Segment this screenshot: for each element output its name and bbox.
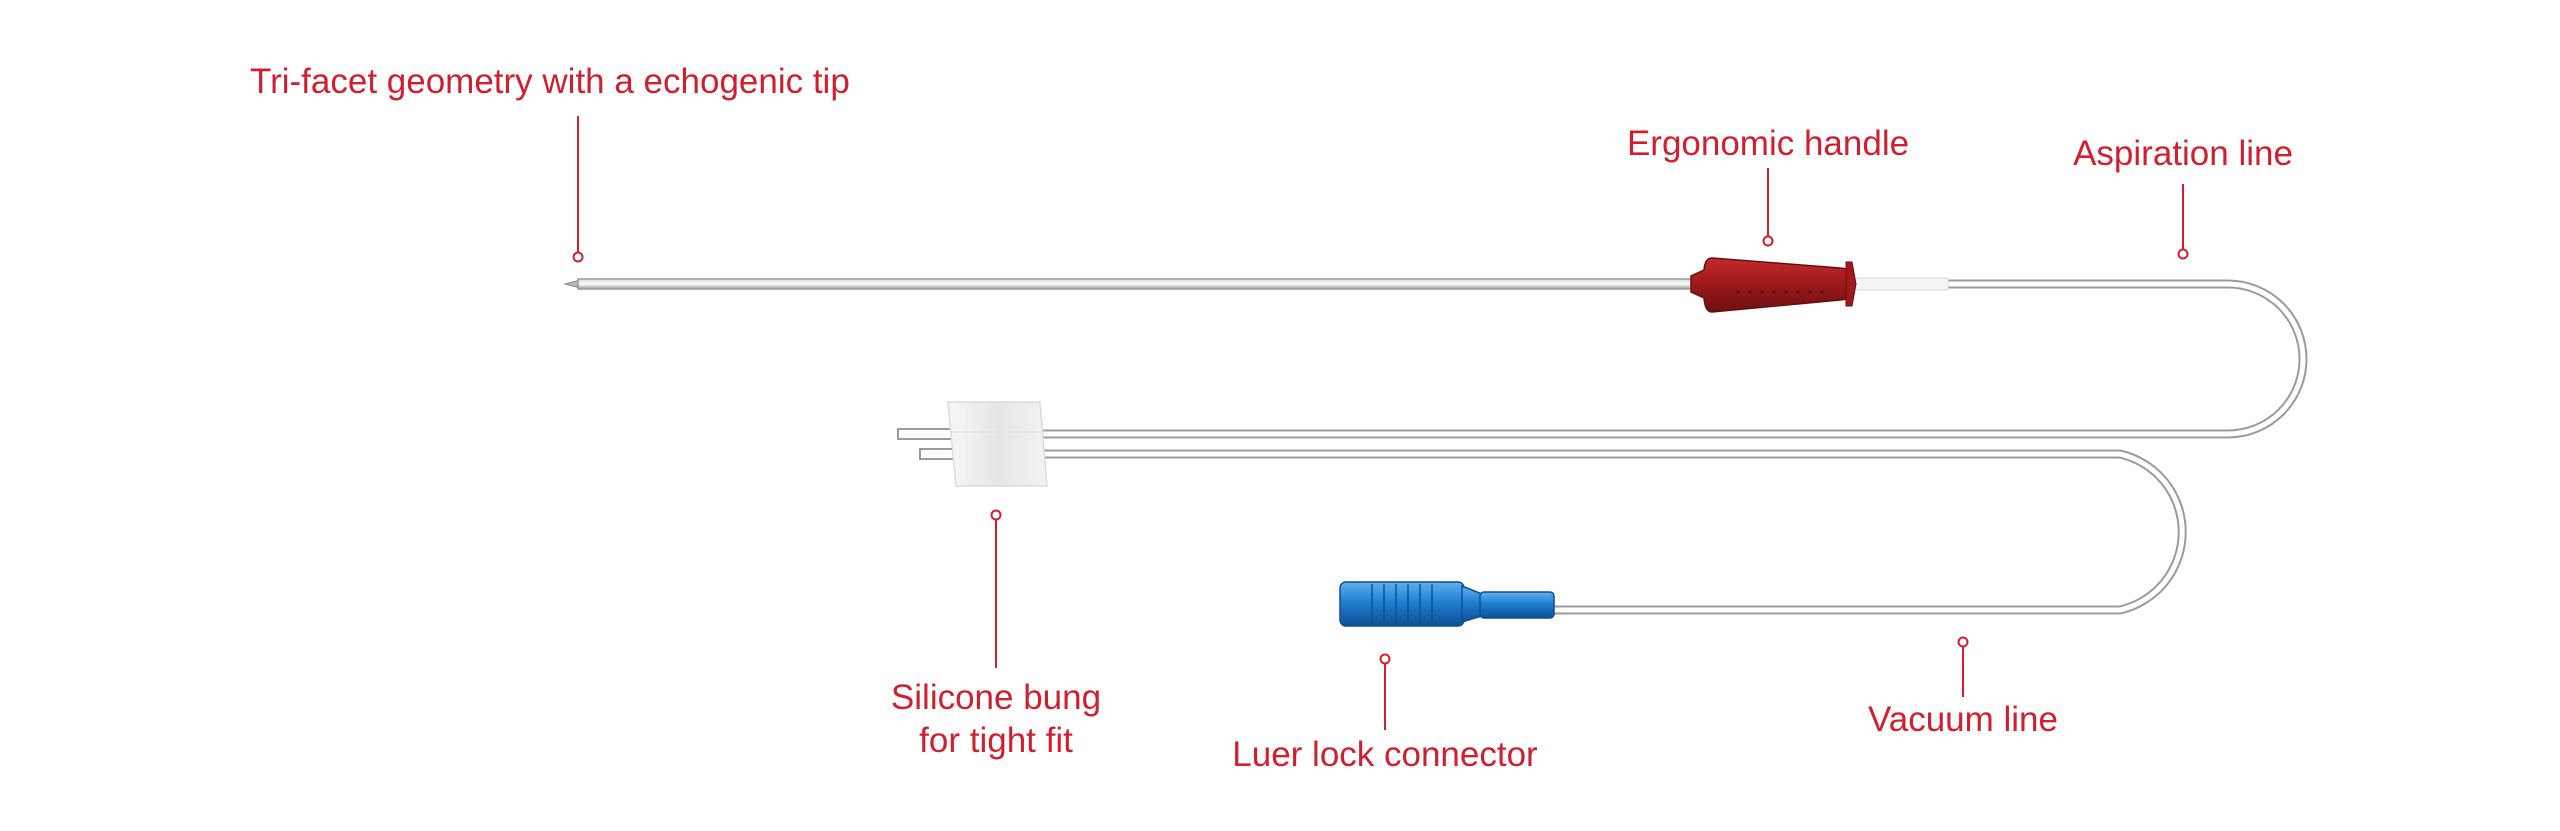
luer-lock-connector [1339, 581, 1555, 627]
callout-tip: Tri-facet geometry with a echogenic tip [250, 62, 850, 263]
callout-bung-label-line2: for tight fit [919, 721, 1073, 760]
silicone-bung [947, 401, 1048, 487]
ergonomic-handle [1690, 257, 1949, 313]
callout-vacuum: Vacuum line [1868, 636, 2058, 739]
callout-handle: Ergonomic handle [1627, 124, 1909, 247]
callout-aspiration: Aspiration line [2073, 134, 2293, 260]
callout-luer-label: Luer lock connector [1232, 735, 1538, 774]
callout-vacuum-label: Vacuum line [1868, 700, 2058, 739]
callout-handle-label: Ergonomic handle [1627, 124, 1909, 163]
callout-bung: Silicone bung for tight fit [891, 509, 1101, 760]
aspiration-line-tube [900, 279, 2308, 439]
callout-luer: Luer lock connector [1232, 653, 1538, 774]
vacuum-line-tube [922, 449, 2187, 615]
needle-shaft [563, 278, 1699, 290]
callout-bung-label-line1: Silicone bung [891, 678, 1101, 717]
callout-tip-label: Tri-facet geometry with a echogenic tip [250, 62, 850, 101]
callout-aspiration-label: Aspiration line [2073, 134, 2293, 173]
